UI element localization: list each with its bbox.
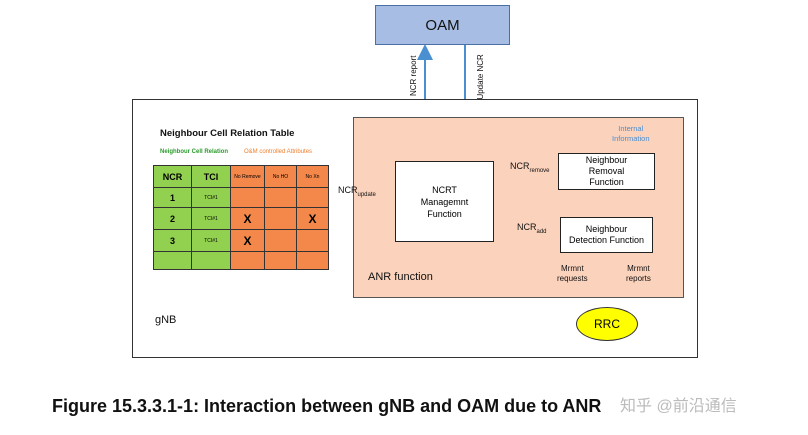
cell-no-ho: [264, 229, 297, 252]
cell-tci: [191, 251, 231, 270]
anr-function-label: ANR function: [368, 271, 433, 283]
cell-no-remove: [230, 251, 265, 270]
ncr-update-label: NCRupdate: [338, 185, 376, 198]
header-ncr: NCR: [153, 165, 192, 188]
mrmnt-requests-line1: Mrmnt: [561, 264, 584, 273]
table-title: Neighbour Cell Relation Table: [160, 128, 295, 139]
legend-ncr: Neighbour Cell Relation: [160, 149, 229, 155]
ncrt-line1: NCRT: [432, 184, 457, 195]
cell-no-xn: [296, 251, 329, 270]
cell-no-ho: [264, 187, 297, 208]
internal-information-label: Internal Information: [612, 124, 650, 144]
cell-no-ho: [264, 251, 297, 270]
header-no-ho: No HO: [264, 165, 297, 188]
cell-no-remove: [230, 187, 265, 208]
nrf-line1: Neighbour: [585, 155, 628, 165]
ncrt-line2: Managemnt: [420, 196, 469, 207]
cell-no-xn: [296, 187, 329, 208]
header-no-xn: No Xn: [296, 165, 329, 188]
table-row: 1 TCI#1: [153, 187, 329, 208]
table-header-row: NCR TCI No Remove No HO No Xn: [153, 165, 329, 188]
gnb-label: gNB: [155, 314, 177, 326]
nrf-line3: Function: [589, 177, 624, 187]
ncrt-line3: Function: [427, 208, 462, 219]
rrc-ellipse: RRC: [576, 307, 638, 341]
ncr-update-main: NCR: [338, 185, 358, 195]
nrf-line2: Removal: [588, 166, 625, 176]
cell-no-remove: X: [230, 229, 265, 252]
legend-oam: O&M controlled Attributes: [244, 149, 313, 155]
cell-no-xn: X: [296, 207, 329, 230]
neighbour-removal-function-box: Neighbour Removal Function: [558, 153, 655, 190]
header-tci: TCI: [191, 165, 231, 188]
ncr-table: NCR TCI No Remove No HO No Xn 1 TCI#1 2 …: [153, 165, 329, 270]
cell-tci: TCI#1: [191, 187, 231, 208]
oam-box: OAM: [375, 5, 510, 45]
cell-no-ho: [264, 207, 297, 230]
header-no-remove: No Remove: [230, 165, 265, 188]
neighbour-detection-function-box: Neighbour Detection Function: [560, 217, 653, 253]
cell-tci: TCI#1: [191, 207, 231, 230]
table-row: 2 TCI#1 X X: [153, 207, 329, 230]
internal-line1: Internal: [618, 124, 644, 133]
table-row: 3 TCI#1 X: [153, 229, 329, 252]
cell-no-xn: [296, 229, 329, 252]
cell-tci: TCI#1: [191, 229, 231, 252]
cell-ncr: 2: [153, 207, 192, 230]
ndf-line2: Detection Function: [568, 235, 645, 245]
figure-caption: Figure 15.3.3.1-1: Interaction between g…: [52, 396, 602, 416]
oam-label: OAM: [425, 16, 460, 34]
mrmnt-requests-label: Mrmnt requests: [557, 264, 588, 284]
ncr-report-label: NCR report: [409, 55, 418, 96]
cell-no-remove: X: [230, 207, 265, 230]
mrmnt-reports-line1: Mrmnt: [627, 264, 650, 273]
watermark: 知乎 @前沿通信: [620, 398, 737, 415]
ncr-add-main: NCR: [517, 222, 537, 232]
mrmnt-reports-label: Mrmnt reports: [626, 264, 651, 284]
ndf-line1: Neighbour: [585, 224, 628, 234]
ncr-add-sub: add: [536, 228, 547, 235]
ncr-remove-label: NCRremove: [510, 161, 550, 174]
ncr-remove-sub: remove: [529, 167, 550, 174]
cell-ncr: [153, 251, 192, 270]
mrmnt-reports-line2: reports: [626, 274, 651, 283]
internal-line2: Information: [612, 134, 650, 143]
mrmnt-requests-line2: requests: [557, 274, 588, 283]
rrc-label: RRC: [594, 317, 620, 331]
ncrt-management-function-box: NCRT Managemnt Function: [395, 161, 494, 242]
ncr-update-sub: update: [357, 191, 376, 198]
cell-ncr: 1: [153, 187, 192, 208]
ncr-remove-main: NCR: [510, 161, 530, 171]
ncr-add-label: NCRadd: [517, 222, 547, 235]
table-row: [153, 251, 329, 270]
cell-ncr: 3: [153, 229, 192, 252]
